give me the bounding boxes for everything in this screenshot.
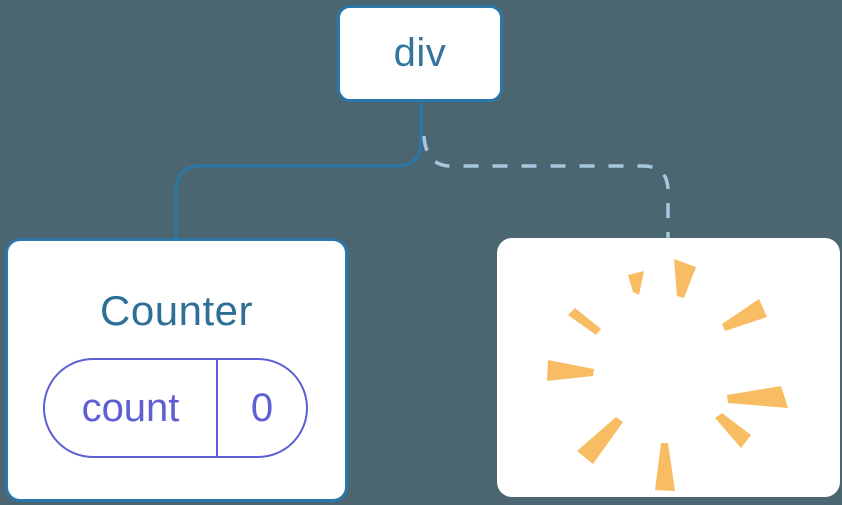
removed-node bbox=[497, 238, 840, 497]
solid-connector-line bbox=[174, 103, 423, 239]
state-value: 0 bbox=[250, 385, 274, 430]
state-key-label: count bbox=[45, 360, 218, 456]
root-node-div: div bbox=[337, 5, 503, 102]
root-node-label: div bbox=[393, 31, 447, 75]
counter-node: Counter count 0 bbox=[5, 238, 348, 502]
poof-icon bbox=[547, 259, 788, 491]
dashed-connector-line bbox=[422, 135, 670, 238]
state-pill: count 0 bbox=[43, 358, 308, 458]
counter-node-title: Counter bbox=[100, 287, 253, 334]
